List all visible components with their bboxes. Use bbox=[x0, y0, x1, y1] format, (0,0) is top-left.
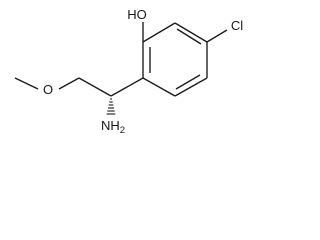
hashed-wedge-bond bbox=[106, 98, 116, 115]
ring-bond-c5-c6 bbox=[142, 77, 176, 97]
amine-label: NH2 bbox=[101, 118, 125, 136]
hydroxyl-label: HO bbox=[127, 7, 147, 22]
chloro-label: Cl bbox=[231, 18, 243, 33]
benzene-ring bbox=[142, 22, 208, 97]
amine-label-main: NH bbox=[101, 118, 120, 133]
ring-bond-c4-c5 bbox=[174, 77, 208, 97]
bond-ring-to-stereocenter bbox=[110, 77, 144, 97]
structure-diagram: HO Cl O NH2 bbox=[14, 7, 243, 136]
bond-stereocenter-to-ch2 bbox=[78, 77, 112, 97]
ring-double-bond-inner-1 bbox=[176, 28, 202, 45]
ring-bond-c2-c3 bbox=[174, 22, 208, 43]
bond-oxygen-to-methyl bbox=[14, 77, 39, 90]
amine-subscript: 2 bbox=[120, 125, 125, 136]
ring-bond-c1-c2 bbox=[142, 22, 176, 43]
bond-ring-to-chloro bbox=[206, 29, 228, 43]
ring-double-bond-inner-2 bbox=[175, 74, 201, 90]
methoxy-oxygen-label: O bbox=[43, 82, 53, 97]
bond-ch2-to-oxygen bbox=[58, 77, 80, 90]
